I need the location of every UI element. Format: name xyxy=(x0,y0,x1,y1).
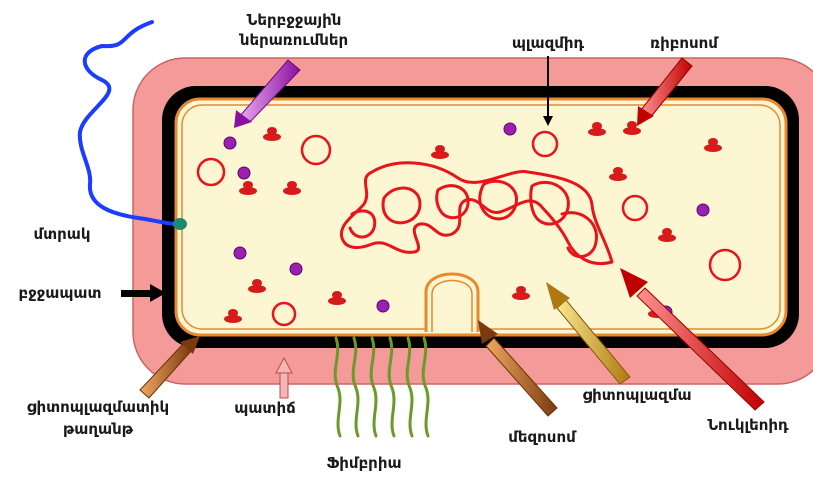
granule xyxy=(238,167,250,179)
granule xyxy=(290,263,302,275)
label-cell-wall: բջջապատ xyxy=(18,284,101,302)
granule xyxy=(697,204,709,216)
label-inclusions-line2: ներառումներ xyxy=(239,31,348,49)
label-membrane-line2: թաղանթ xyxy=(63,420,134,438)
granule xyxy=(234,247,246,259)
label-nucleoid: Նուկլեոիդ xyxy=(707,416,789,434)
label-flagellum: մտրակ xyxy=(33,225,90,243)
granule xyxy=(377,300,389,312)
label-mesosome: մեզոսոմ xyxy=(508,428,577,446)
label-plasmid: պլազմիդ xyxy=(512,34,585,52)
mesosome xyxy=(426,274,478,332)
label-membrane-line1: ցիտոպլազմատիկ xyxy=(27,398,169,416)
label-pili: Ֆիմբրիա xyxy=(326,454,401,472)
granule xyxy=(224,137,236,149)
label-cytoplasm: ցիտոպլազմա xyxy=(582,386,691,404)
label-inclusions-line1: Ներբջջային xyxy=(247,11,342,29)
granule xyxy=(504,123,516,135)
basal-body xyxy=(173,218,187,230)
label-ribosome: ռիբոսոմ xyxy=(650,34,719,52)
label-capsule: պատիճ xyxy=(234,399,295,417)
